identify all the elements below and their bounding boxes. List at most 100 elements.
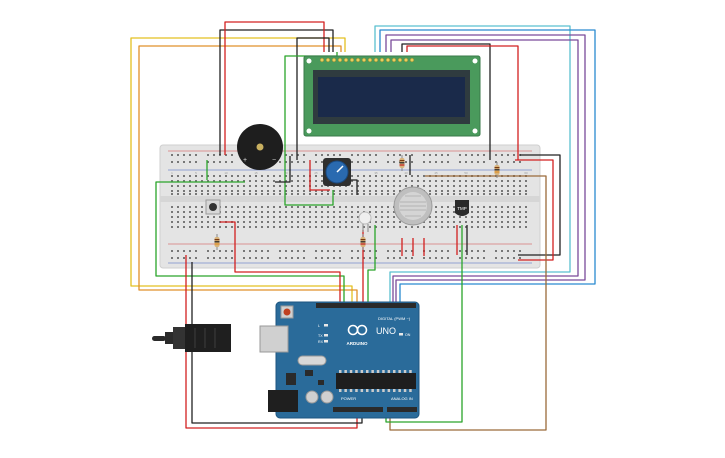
chip-pin bbox=[360, 389, 364, 392]
resistor-2[interactable] bbox=[494, 162, 500, 178]
lcd-pin[interactable] bbox=[319, 57, 325, 63]
breadboard-hole bbox=[441, 206, 443, 208]
resistor-3[interactable] bbox=[214, 234, 220, 250]
potentiometer[interactable] bbox=[323, 158, 351, 186]
lcd-pin[interactable] bbox=[349, 57, 355, 63]
breadboard-hole bbox=[303, 216, 305, 218]
lcd-pin[interactable] bbox=[397, 57, 403, 63]
wire-red-lcd-5v[interactable] bbox=[224, 21, 325, 155]
lcd-pin[interactable] bbox=[367, 57, 373, 63]
breadboard-hole bbox=[447, 190, 449, 192]
lcd-pin[interactable] bbox=[409, 57, 415, 63]
arduino-uno[interactable]: UNO ARDUINO DIGITAL (PWM ~) POWER ANALOG… bbox=[152, 301, 420, 419]
breadboard-rail-hole bbox=[375, 161, 377, 163]
breadboard-rail-hole bbox=[207, 154, 209, 156]
breadboard-rail-hole bbox=[315, 250, 317, 252]
breadboard-hole bbox=[381, 185, 383, 187]
breadboard-rail-hole bbox=[243, 250, 245, 252]
breadboard-hole bbox=[189, 193, 191, 195]
board-brand: ARDUINO bbox=[347, 341, 368, 346]
lcd-pin[interactable] bbox=[331, 57, 337, 63]
breadboard-hole bbox=[351, 185, 353, 187]
breadboard-hole bbox=[519, 211, 521, 213]
breadboard-hole bbox=[369, 193, 371, 195]
lcd-pin[interactable] bbox=[343, 57, 349, 63]
wire-green-button[interactable] bbox=[155, 181, 345, 302]
breadboard-hole bbox=[291, 216, 293, 218]
breadboard-hole bbox=[189, 185, 191, 187]
piezo-buzzer[interactable]: + − bbox=[237, 124, 283, 170]
wire-brown-sensor[interactable] bbox=[389, 175, 547, 431]
led[interactable] bbox=[358, 211, 372, 232]
breadboard-rail-hole bbox=[483, 250, 485, 252]
wire-red-button[interactable] bbox=[220, 221, 341, 302]
lcd-pin[interactable] bbox=[379, 57, 385, 63]
wire-black-pot[interactable] bbox=[296, 37, 330, 160]
breadboard-hole bbox=[363, 190, 365, 192]
wire-red-pot[interactable] bbox=[309, 160, 330, 191]
breadboard-hole bbox=[279, 185, 281, 187]
breadboard-rail-hole bbox=[393, 161, 395, 163]
usb-cable bbox=[165, 332, 173, 344]
wire-cyan-lcd[interactable] bbox=[374, 25, 571, 302]
breadboard-hole bbox=[405, 185, 407, 187]
breadboard-rail-hole bbox=[405, 257, 407, 259]
breadboard-hole bbox=[501, 193, 503, 195]
breadboard-hole bbox=[441, 180, 443, 182]
chip-pin bbox=[360, 370, 364, 373]
wire-purple-lcd-2[interactable] bbox=[390, 39, 579, 302]
lcd-mount-hole bbox=[472, 128, 478, 134]
usb-cable-end bbox=[152, 336, 166, 341]
breadboard-hole bbox=[477, 211, 479, 213]
wire-yellow-lcd[interactable] bbox=[130, 37, 353, 302]
breadboard-hole bbox=[297, 211, 299, 213]
wire-black-buzzer[interactable] bbox=[275, 156, 291, 183]
wire-red-lcd-right[interactable] bbox=[406, 45, 519, 160]
lcd-pin[interactable] bbox=[385, 57, 391, 63]
breadboard-hole bbox=[327, 206, 329, 208]
pushbutton[interactable] bbox=[205, 199, 221, 215]
breadboard-rail-hole bbox=[297, 161, 299, 163]
breadboard-hole bbox=[507, 211, 509, 213]
wire-black-lcd-right[interactable] bbox=[401, 43, 491, 160]
breadboard-hole bbox=[267, 211, 269, 213]
wire-red-right-rail[interactable] bbox=[515, 159, 554, 261]
breadboard-hole bbox=[351, 211, 353, 213]
lcd-display[interactable] bbox=[303, 55, 481, 137]
resistor-4[interactable] bbox=[360, 234, 366, 250]
breadboard-hole bbox=[171, 193, 173, 195]
wire-blue-lcd[interactable] bbox=[379, 29, 596, 302]
lcd-pin[interactable] bbox=[361, 57, 367, 63]
lcd-pin[interactable] bbox=[373, 57, 379, 63]
lcd-screen bbox=[318, 77, 465, 117]
button-cap[interactable] bbox=[209, 203, 217, 211]
wire-purple-lcd[interactable] bbox=[385, 34, 586, 302]
lcd-pin[interactable] bbox=[337, 57, 343, 63]
breadboard-hole bbox=[513, 185, 515, 187]
lcd-pin[interactable] bbox=[355, 57, 361, 63]
wire-orange-lcd[interactable] bbox=[138, 45, 358, 302]
breadboard-column-number: 10 bbox=[224, 171, 228, 175]
resistor-1[interactable] bbox=[399, 155, 405, 171]
gas-sensor[interactable] bbox=[393, 186, 433, 226]
usb-plug[interactable] bbox=[185, 324, 231, 352]
temperature-sensor[interactable]: TMP bbox=[455, 200, 469, 216]
breadboard-hole bbox=[405, 175, 407, 177]
wire-black-right-rail[interactable] bbox=[518, 154, 561, 256]
breadboard-hole bbox=[369, 206, 371, 208]
wire-black-lcd-gnd[interactable] bbox=[219, 29, 334, 155]
lcd-pin[interactable] bbox=[325, 57, 331, 63]
breadboard-hole bbox=[459, 221, 461, 223]
wire-green-pot-wiper[interactable] bbox=[284, 52, 338, 206]
breadboard-rail-hole bbox=[501, 250, 503, 252]
reset-button[interactable] bbox=[283, 308, 291, 316]
lcd-pin[interactable] bbox=[403, 57, 409, 63]
lcd-pin[interactable] bbox=[391, 57, 397, 63]
breadboard-hole bbox=[321, 185, 323, 187]
breadboard-hole bbox=[387, 175, 389, 177]
wire-green-led[interactable] bbox=[367, 225, 376, 302]
breadboard-hole bbox=[207, 216, 209, 218]
breadboard-hole bbox=[357, 185, 359, 187]
breadboard-hole bbox=[393, 185, 395, 187]
breadboard-hole bbox=[405, 226, 407, 228]
